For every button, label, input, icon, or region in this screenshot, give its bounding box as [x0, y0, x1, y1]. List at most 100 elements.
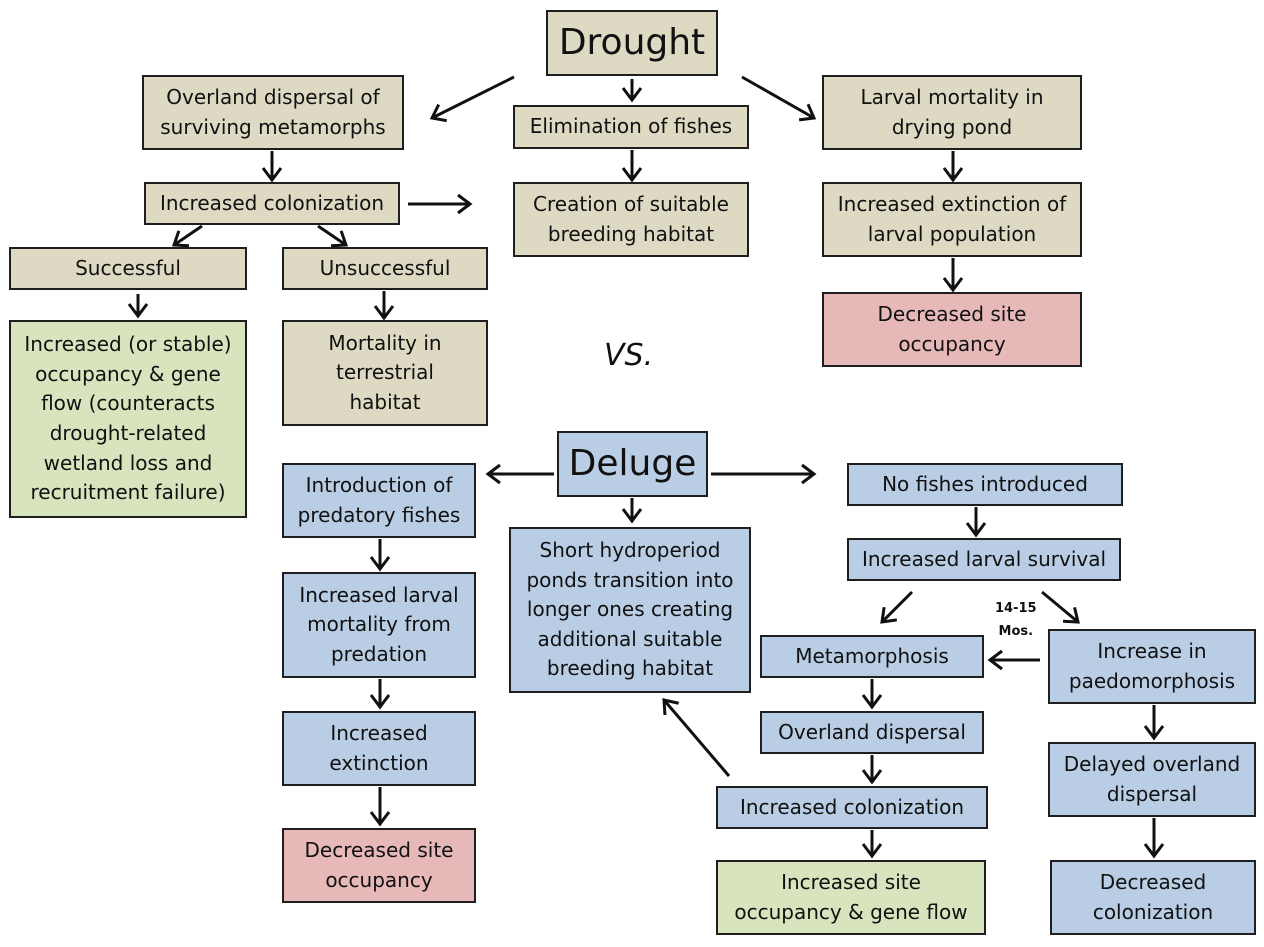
arrow-drought-to-larval-mortality: [741, 75, 817, 122]
arrow-larval-mortality-to-extinction-head: [942, 167, 964, 183]
terrestrial-mortality-line2: terrestrial: [336, 360, 434, 385]
increased-stable-occupancy-box: Increased (or stable) occupancy & gene f…: [9, 320, 247, 518]
increased-occupancy-line4: drought-related: [49, 421, 207, 445]
arrow-colonization-to-short-hydroperiod-shaft: [662, 699, 731, 777]
creation-habitat-line2: breeding habitat: [547, 221, 715, 246]
short-hydroperiod-line2: ponds transition into: [526, 567, 734, 592]
short-hydroperiod-line3: longer ones creating: [526, 597, 734, 622]
mortality-terrestrial-habitat-box: Mortality in terrestrial habitat: [282, 320, 488, 426]
arrow-no-fishes-to-larval-survival: [965, 507, 987, 538]
arrow-drought-to-elimination-fishes: [621, 79, 643, 103]
arrow-colonization-to-unsuccessful-shaft: [317, 224, 347, 247]
larval-mortality-predation-line3: predation: [330, 641, 428, 666]
unsuccessful-text: Unsuccessful: [319, 255, 451, 280]
arrow-paedomorphosis-to-metamorphosis: [987, 649, 1040, 671]
arrow-colonization-to-successful: [171, 224, 203, 248]
delayed-overland-dispersal-box: Delayed overland dispersal: [1048, 742, 1256, 817]
deluge-increased-occupancy-line1: Increased site: [781, 869, 921, 894]
arrow-colonization-to-creation-habitat: [408, 193, 473, 215]
overland-dispersal-text: Overland dispersal: [778, 719, 966, 744]
arrow-extinction-to-decreased-occupancy: [942, 258, 964, 293]
drought-increased-colonization-box: Increased colonization: [144, 182, 400, 225]
unsuccessful-box: Unsuccessful: [282, 247, 488, 290]
arrow-drought-to-larval-mortality-shaft: [741, 75, 815, 120]
short-hydroperiod-line1: Short hydroperiod: [539, 538, 721, 563]
increased-larval-survival-text: Increased larval survival: [861, 546, 1107, 571]
time-note-14-15-mos: 14-15 Mos.: [995, 598, 1037, 644]
arrow-drought-to-elimination-fishes-head: [621, 87, 643, 103]
arrow-extinction-to-decreased-occupancy-deluge: [369, 787, 391, 827]
arrow-overland-dispersal-to-colonization-head: [861, 769, 883, 785]
increase-paedomorphosis-box: Increase in paedomorphosis: [1048, 629, 1256, 704]
arrow-colonization-to-short-hydroperiod-head: [662, 698, 679, 716]
decreased-colonization-box: Decreased colonization: [1050, 860, 1256, 935]
arrow-larval-mortality-to-extinction-deluge-head: [369, 694, 391, 710]
arrow-delayed-dispersal-to-decreased-colonization: [1143, 818, 1165, 859]
no-fishes-introduced-box: No fishes introduced: [847, 463, 1123, 506]
overland-dispersal-metamorphs-box: Overland dispersal of surviving metamorp…: [142, 75, 404, 150]
larval-mortality-line1: Larval mortality in: [860, 84, 1044, 109]
arrow-metamorphosis-to-overland-dispersal: [861, 679, 883, 710]
arrow-paedomorphosis-to-metamorphosis-head: [987, 649, 1003, 671]
short-hydroperiod-line4: additional suitable: [537, 626, 723, 651]
arrow-overland-to-colonization-head: [261, 167, 283, 183]
deluge-decreased-occupancy-line2: occupancy: [325, 867, 433, 892]
arrow-unsuccessful-to-terrestrial-mortality-head: [373, 305, 395, 321]
larval-mortality-line2: drying pond: [891, 114, 1013, 139]
arrow-deluge-to-short-hydroperiod-head: [621, 508, 643, 524]
deluge-decreased-site-occupancy-box: Decreased site occupancy: [282, 828, 476, 903]
arrow-successful-to-increased-occupancy-head: [127, 303, 149, 319]
arrow-colonization-to-successful-shaft: [173, 224, 203, 247]
drought-increased-colonization-text: Increased colonization: [159, 190, 384, 215]
arrow-predatory-fishes-to-larval-mortality-head: [369, 556, 391, 572]
arrow-colonization-to-creation-habitat-head: [457, 193, 473, 215]
elimination-of-fishes-text: Elimination of fishes: [529, 114, 733, 139]
drought-title: Drought: [558, 22, 706, 64]
increased-extinction-deluge-line2: extinction: [329, 750, 429, 775]
terrestrial-mortality-line1: Mortality in: [328, 330, 442, 355]
drought-decreased-occupancy-line2: occupancy: [898, 331, 1006, 356]
increased-extinction-box: Increased extinction: [282, 711, 476, 786]
drought-decreased-site-occupancy-box: Decreased site occupancy: [822, 292, 1082, 367]
arrow-larval-mortality-to-extinction: [942, 151, 964, 183]
arrow-extinction-to-decreased-occupancy-head: [942, 277, 964, 293]
drought-decreased-occupancy-line1: Decreased site: [877, 301, 1027, 326]
increased-extinction-line1: Increased extinction of: [837, 191, 1067, 216]
arrow-larval-survival-to-paedomorphosis-shaft: [1041, 590, 1079, 624]
metamorphosis-box: Metamorphosis: [760, 635, 984, 678]
increased-occupancy-line5: wetland loss and: [43, 450, 213, 475]
larval-mortality-predation-line2: mortality from: [307, 612, 451, 637]
overland-dispersal-metamorphs-line2: surviving metamorphs: [160, 114, 386, 139]
short-hydroperiod-line5: breeding habitat: [546, 656, 714, 681]
arrow-paedomorphosis-to-delayed-dispersal: [1143, 705, 1165, 741]
arrow-overland-dispersal-to-colonization: [861, 755, 883, 785]
predatory-fishes-line2: predatory fishes: [297, 502, 461, 527]
increased-larval-survival-box: Increased larval survival: [847, 538, 1121, 581]
increased-occupancy-line3: flow (counteracts: [41, 391, 215, 416]
arrow-larval-survival-to-metamorphosis-head: [880, 606, 898, 624]
arrow-drought-to-larval-mortality-head: [798, 103, 817, 122]
successful-box: Successful: [9, 247, 247, 290]
deluge-increased-occupancy-line2: occupancy & gene flow: [734, 899, 968, 924]
larval-mortality-predation-line1: Increased larval: [299, 582, 459, 607]
arrow-elimination-to-creation-habitat-head: [621, 167, 643, 183]
metamorphosis-text: Metamorphosis: [795, 643, 949, 668]
paedomorphosis-line1: Increase in: [1097, 638, 1207, 663]
arrow-deluge-to-short-hydroperiod: [621, 498, 643, 524]
arrow-larval-mortality-to-extinction-deluge: [369, 679, 391, 710]
arrow-overland-to-colonization: [261, 151, 283, 183]
deluge-increased-colonization-box: Increased colonization: [716, 786, 988, 829]
arrow-colonization-to-unsuccessful: [317, 224, 349, 248]
drought-title-box: Drought: [546, 10, 718, 76]
increased-occupancy-line2: occupancy & gene: [35, 361, 221, 386]
arrow-colonization-to-short-hydroperiod: [662, 698, 731, 777]
time-note-line2: Mos.: [998, 623, 1034, 639]
elimination-of-fishes-box: Elimination of fishes: [513, 105, 749, 149]
decreased-colonization-line2: colonization: [1092, 899, 1214, 924]
arrow-drought-to-overland-dispersal: [429, 75, 515, 123]
arrow-delayed-dispersal-to-decreased-colonization-head: [1143, 843, 1165, 859]
arrow-colonization-to-unsuccessful-head: [330, 230, 349, 248]
arrow-deluge-to-no-fishes: [711, 463, 817, 485]
arrow-paedomorphosis-to-delayed-dispersal-head: [1143, 725, 1165, 741]
